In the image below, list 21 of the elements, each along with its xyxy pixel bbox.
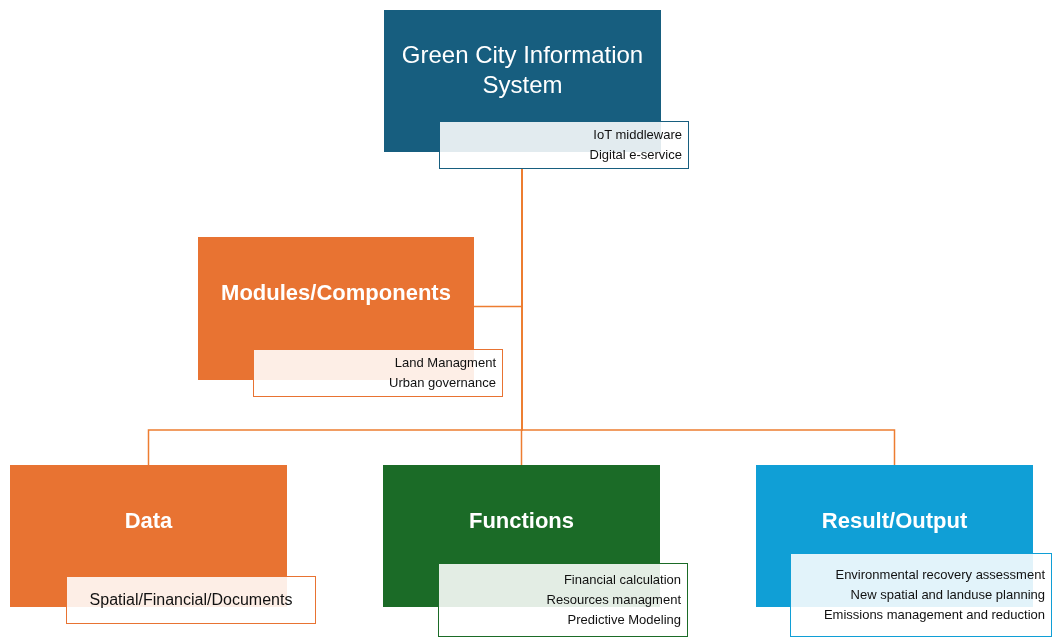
- list-item-text: New spatial and landuse planning: [850, 586, 1045, 604]
- item-list-box: [439, 121, 689, 169]
- item-list-box: [790, 553, 1052, 637]
- list-item-text: Digital e-service: [589, 147, 682, 164]
- item-list-box: [66, 576, 316, 624]
- box-title: Modules/Components: [221, 279, 451, 307]
- item-list-box: [253, 349, 503, 397]
- list-item-text: Predictive Modeling: [567, 612, 681, 629]
- list-item-text: IoT middleware: [593, 126, 682, 143]
- box-title: Green City Information System: [400, 40, 645, 100]
- box-title: Result/Output: [821, 507, 968, 535]
- box-title: Data: [124, 507, 173, 535]
- list-item-text: Land Managment: [394, 354, 496, 371]
- list-item-text: Emissions management and reduction: [823, 607, 1045, 624]
- item-list-box: [438, 563, 688, 637]
- list-item-text: Spatial/Financial/Documents: [89, 590, 293, 610]
- list-item-text: Resources managment: [546, 591, 681, 609]
- list-item-text: Urban governance: [389, 375, 496, 392]
- box-title: Functions: [468, 507, 575, 535]
- list-item-text: Financial calculation: [563, 571, 681, 588]
- list-item-text: Environmental recovery assessment: [835, 566, 1045, 583]
